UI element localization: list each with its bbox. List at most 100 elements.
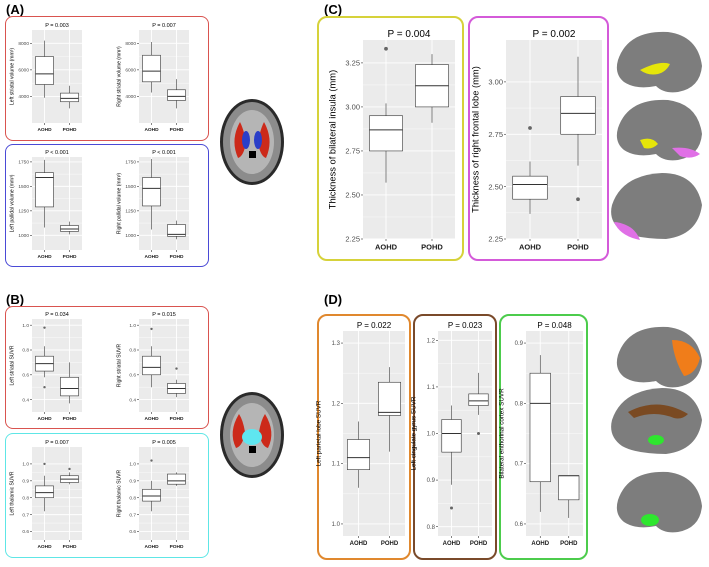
- y-tick-label: 1250: [18, 209, 29, 215]
- x-tick-label: POHD: [470, 541, 488, 547]
- x-tick-label: POHD: [421, 243, 443, 252]
- cortex-lateral-d1-image: [616, 326, 702, 388]
- x-tick-label: POHD: [381, 541, 399, 547]
- x-tick-label: AOHD: [144, 254, 159, 260]
- panel-label-d: (D): [324, 292, 343, 307]
- y-axis-label: Left striatal SUVR: [10, 345, 16, 385]
- box-aohd: [529, 355, 551, 512]
- box-aohd: [369, 46, 403, 183]
- x-tick-label: AOHD: [519, 243, 542, 252]
- y-tick-label: 3.00: [345, 103, 360, 112]
- x-tick-label: AOHD: [531, 541, 549, 547]
- y-tick-label: 2.75: [488, 130, 503, 139]
- box-pohd: [167, 79, 186, 109]
- y-tick-label: 0.8: [515, 401, 524, 407]
- y-tick-label: 1.1: [332, 462, 341, 468]
- axial-brain-b-image: [220, 392, 284, 478]
- p-value-title: P < 0.001: [45, 150, 69, 156]
- box-pohd: [167, 220, 186, 240]
- y-tick-label: 8000: [18, 41, 29, 47]
- y-tick-label: 1.2: [332, 401, 341, 407]
- x-tick-label: POHD: [170, 127, 184, 133]
- outlier-point: [175, 367, 178, 370]
- y-tick-label: 2.75: [345, 147, 360, 156]
- box-aohd: [35, 159, 54, 228]
- outlier-point: [43, 386, 46, 389]
- frame-d-entorhinal: [499, 314, 588, 560]
- iqr-box: [167, 224, 186, 237]
- y-axis-label: Left cingulate gyrus SUVR: [411, 396, 418, 470]
- y-axis-label: Right striatal volume (mm³): [117, 46, 123, 107]
- box-pohd: [378, 367, 401, 452]
- y-axis-label: Left striatal volume (mm³): [10, 48, 16, 105]
- iqr-box: [378, 381, 401, 416]
- y-tick-label: 0.8: [22, 348, 29, 354]
- y-tick-label: 2.25: [488, 235, 503, 244]
- cortex-medial-d2-image: [611, 388, 702, 454]
- box-aohd: [35, 462, 54, 512]
- outlier-point: [576, 197, 580, 202]
- x-tick-label: POHD: [63, 254, 77, 260]
- y-tick-label: 0.6: [129, 529, 136, 535]
- y-axis-label: Bilateral enthorinal cortex SUVR: [499, 388, 506, 479]
- p-value-title: P = 0.002: [533, 29, 576, 40]
- y-tick-label: 6000: [18, 68, 29, 74]
- y-tick-label: 0.9: [22, 478, 29, 484]
- y-tick-label: 8000: [125, 41, 136, 47]
- y-tick-label: 2.25: [345, 235, 360, 244]
- frame-b-thalamic-suvr: [5, 433, 209, 558]
- y-tick-label: 6000: [125, 68, 136, 74]
- axial-brain-a-image: [220, 99, 284, 185]
- y-tick-label: 0.9: [515, 341, 524, 347]
- p-value-title: P = 0.048: [537, 321, 572, 330]
- x-tick-label: AOHD: [350, 541, 368, 547]
- y-tick-label: 1.0: [427, 432, 436, 438]
- p-value-title: P = 0.003: [45, 23, 69, 29]
- outlier-point: [43, 326, 46, 329]
- box-aohd: [142, 459, 161, 512]
- outlier-point: [150, 327, 153, 331]
- box-aohd: [441, 405, 462, 510]
- p-value-title: P = 0.004: [388, 29, 431, 40]
- box-pohd: [60, 467, 79, 485]
- iqr-box: [512, 175, 548, 200]
- x-tick-label: POHD: [63, 416, 77, 422]
- iqr-box: [529, 372, 551, 483]
- y-tick-label: 1500: [125, 184, 136, 190]
- y-tick-label: 0.4: [22, 397, 29, 403]
- frame-c-frontal: [468, 16, 609, 261]
- y-tick-label: 0.9: [129, 478, 136, 484]
- box-aohd: [35, 326, 54, 389]
- iqr-box: [167, 89, 186, 101]
- frame-b-striatal-suvr: [5, 306, 209, 429]
- y-tick-label: 0.6: [22, 372, 29, 378]
- y-tick-label: 1250: [125, 209, 136, 215]
- cortex-lateral-c1-image: [616, 31, 702, 93]
- p-value-title: P = 0.034: [45, 312, 69, 318]
- iqr-box: [35, 56, 54, 85]
- iqr-box: [142, 488, 161, 502]
- box-pohd: [415, 54, 449, 123]
- iqr-box: [441, 419, 462, 453]
- panel-label-c: (C): [324, 2, 343, 17]
- x-tick-label: POHD: [63, 544, 77, 550]
- frame-d-parietal: [317, 314, 411, 560]
- p-value-title: P = 0.005: [152, 440, 176, 446]
- iqr-box: [35, 485, 54, 499]
- p-value-title: P = 0.007: [45, 440, 69, 446]
- p-value-title: P = 0.015: [152, 312, 176, 318]
- frame-d-cingulate: [413, 314, 497, 560]
- box-pohd: [60, 85, 79, 109]
- y-axis-label: Left thalamic SUVR: [10, 471, 16, 515]
- y-tick-label: 1.0: [22, 462, 29, 468]
- y-tick-label: 4000: [125, 94, 136, 100]
- y-tick-label: 0.6: [129, 372, 136, 378]
